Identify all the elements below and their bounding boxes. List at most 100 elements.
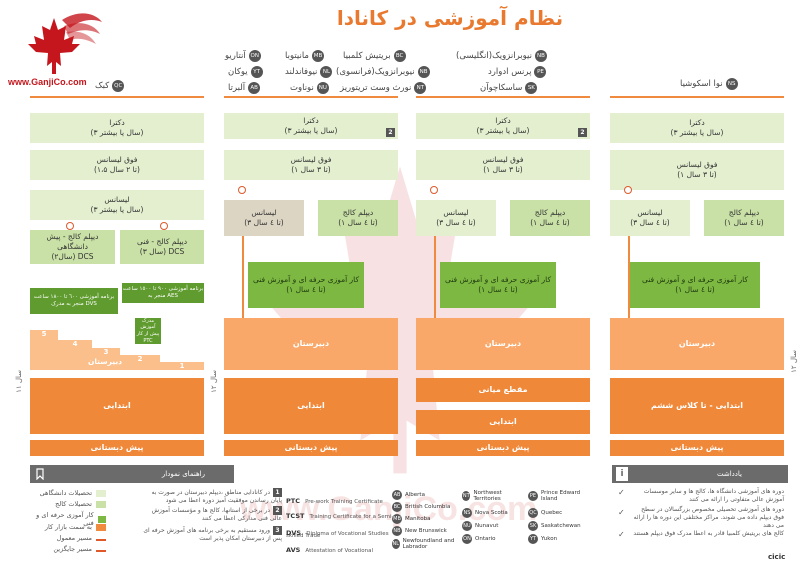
abbr-tcst: TCST Training Certificate for a Semi-ski… [286,512,394,539]
note-3: کالج های بریتیش کلمبیا قادر به اعطا مدرک… [633,530,784,537]
c2-elementary: ابتدایی [224,378,398,434]
checkmark-icon: ✓ [618,508,625,517]
age-note-c2: سال ۱۲ [210,370,218,393]
c3-preschool: پیش دبستانی [416,440,590,456]
ns-college: دیپلم کالج(۱ تا ٤ سال) [704,200,784,236]
abbr-ptc: PTC Pre-work Training Certificate [286,497,383,505]
page-title: نظام آموزشی در کانادا [336,6,564,30]
c2-secondary: دبیرستان [224,318,398,370]
qc-general-college: دیپلم کالج - پیش دانشگاهی(۲سال) DCS [30,230,115,264]
c2-note-2: 2 [386,128,395,137]
c3-note-2: 2 [578,128,587,137]
c2-masters: فوق لیسانس(۱ تا ۳ سال) [224,150,398,180]
c3-vocational: کار آموزی حرفه ای و آموزش فنی(۱ تا ٤ سال… [440,262,556,308]
c3-doctorate: دکترا(۳ سال یا بیشتر) [416,113,590,139]
c3-bachelor: لیسانس(۳ تا ٤ سال) [416,200,496,236]
c3-college: دیپلم کالج(۱ تا ٤ سال) [510,200,590,236]
column-rule-3 [416,96,590,98]
note-2: دوره های آموزشی تحصیلی مخصوص بزرگسالان د… [633,506,784,529]
legend-header [30,465,234,483]
qc-masters: فوق لیسانس(۱،۵ تا ۲ سال) [30,150,204,180]
c3-secondary: دبیرستان [416,318,590,370]
c2-doctorate: دکترا(۳ سال یا بیشتر) [224,113,398,139]
ns-vocational: کار آموزی حرفه ای و آموزش فنی(۱ تا ٤ سال… [630,262,760,308]
ns-route-marker [624,186,632,194]
c3-middle: مقطع میانی [416,378,590,402]
logo-url[interactable]: www.GanjiCo.com [8,77,87,87]
footnote-1: 1در کانادایی مناطق ،دیپلم دبیرستان در صو… [151,488,282,504]
legend-item-usual-path: مسیر معمول [36,534,106,542]
column-rule-4 [610,96,784,98]
ns-path-arrow [628,236,630,318]
bookmark-icon [36,468,44,480]
province-qc: QC کبک [95,80,125,92]
notes-header [612,465,788,483]
footnote-2: 2در برخی از استانها، کالج ها و مؤسسات آم… [151,506,282,522]
qc-route-marker-2 [160,222,168,230]
qc-grade-3: 3 [92,348,120,370]
ns-preschool: پیش دبستانی [610,440,784,456]
column-rule-1 [30,96,204,98]
checkmark-icon: ✓ [618,488,625,497]
qc-secondary-label: دبیرستان [87,356,123,366]
age-note-ns: سال ۱۲ [790,350,798,373]
qc-grade-4: 4 [58,340,92,370]
ns-doctorate: دکترا(۳ سال یا بیشتر) [610,113,784,143]
qc-route-marker [66,222,74,230]
qc-grade-1: 1 [160,362,204,370]
legend-item-university: تحصیلات دانشگاهی [36,489,106,497]
legend-item-college: تحصیلات کالج [36,500,106,508]
qc-doctorate: دکترا(۳ سال یا بیشتر) [30,113,204,143]
qc-elementary: ابتدایی [30,378,204,434]
ns-elementary: ابتدایی - تا کلاس ششم [610,378,784,434]
c3-path-arrow [434,236,436,318]
qc-ptc-box: مدرک آموزش پیش از کار PTC [135,317,161,344]
notes-title: یادداشت [717,470,742,478]
qc-bachelor: لیسانس(۳ سال یا بیشتر) [30,190,204,220]
legend-title: راهنمای نمودار [161,470,205,478]
qc-dvs-box: برنامه آموزشی ٦٠۰ تا ١٨٠٠ ساعت منجر به م… [30,288,118,314]
qc-grade-5: 5 [30,330,58,370]
qc-grade-2: 2 [120,355,160,370]
ns-secondary: دبیرستان [610,318,784,370]
c2-path-arrow [242,236,244,318]
ns-bachelor: لیسانس(۳ تا ٤ سال) [610,200,690,236]
legend-item-labour: به سمت بازار کار [36,523,106,531]
maple-leaf-watermark-icon [261,166,539,474]
watermark-text: www.GanjiCo.com [240,490,538,528]
c3-masters: فوق لیسانس(۱ تا ۳ سال) [416,150,590,180]
legend-item-alt-path: مسیر جایگزین [36,545,106,553]
c2-preschool: پیش دبستانی [224,440,398,456]
c2-bachelor: لیسانس(۳ تا ٤ سال) [224,200,304,236]
qc-preschool: پیش دبستانی [30,440,204,456]
c2-route-marker [238,186,246,194]
age-note-qc: سال ۱۱ [15,370,23,393]
c3-elementary: ابتدایی [416,410,590,434]
c2-vocational: کار آموزی حرفه ای و آموزش فنی(۱ تا ٤ سال… [248,262,364,308]
qc-aes-box: برنامه آموزشی ٩٠۰ تا ١٥٠۰ ساعت منجر به A… [122,283,204,303]
abbr-dvs: DVS Diploma of Vocational Studies [286,529,389,537]
